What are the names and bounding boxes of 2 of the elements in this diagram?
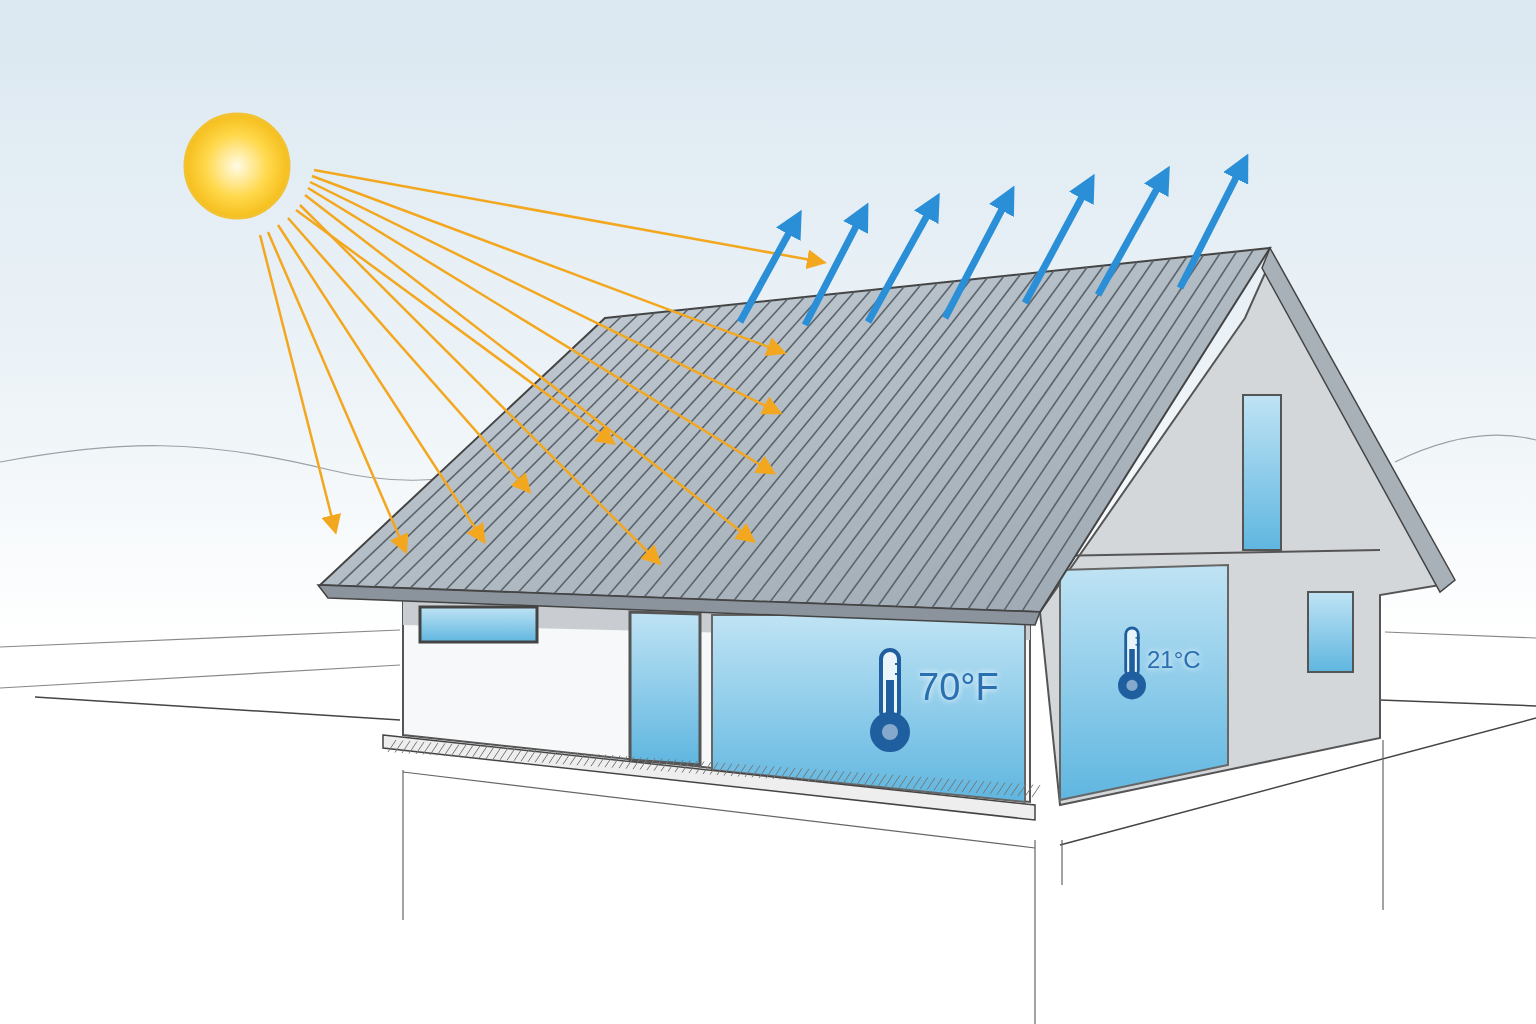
temperature-label: 70°F <box>918 668 999 706</box>
temperature-label: 21°C <box>1147 648 1201 672</box>
